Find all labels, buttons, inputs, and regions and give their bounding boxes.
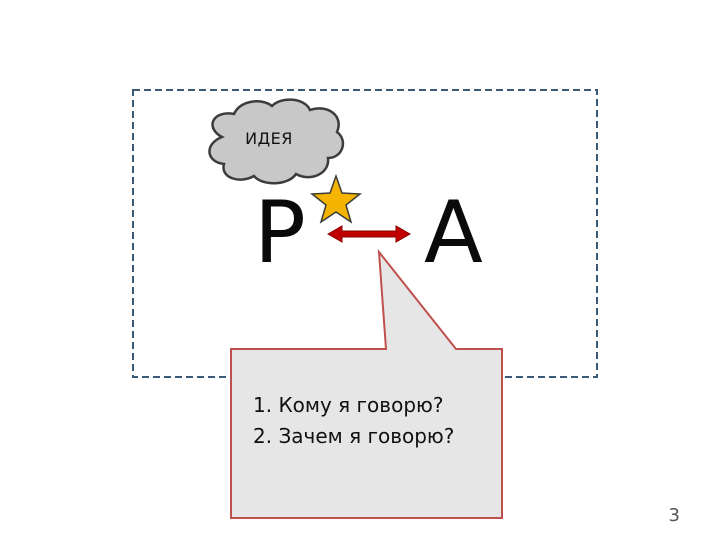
callout-line-1: 1. Кому я говорю?: [253, 393, 444, 417]
star-icon: [309, 173, 363, 224]
letter-left: Р: [254, 183, 306, 283]
callout-shape: [230, 248, 503, 519]
cloud-shape: [208, 98, 345, 185]
callout-text: 1. Кому я говорю? 2. Зачем я говорю?: [253, 390, 454, 452]
slide-number: 3: [668, 505, 680, 526]
letter-right: А: [424, 183, 483, 283]
cloud-label: ИДЕЯ: [245, 129, 293, 148]
double-arrow-icon: [326, 225, 412, 243]
callout-line-2: 2. Зачем я говорю?: [253, 424, 455, 448]
